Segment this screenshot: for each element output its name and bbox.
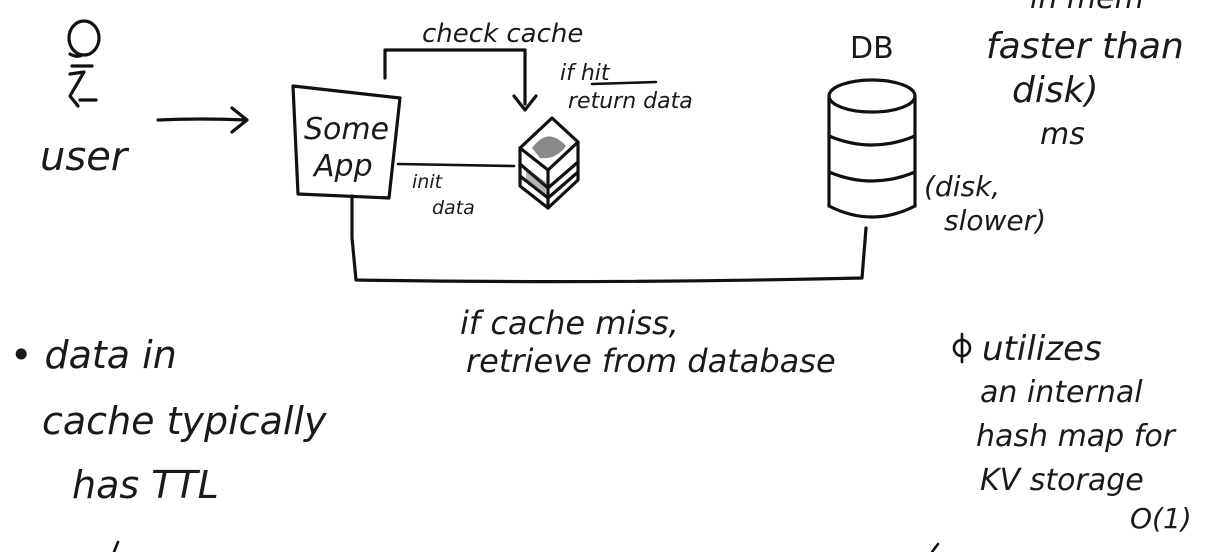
cache-miss-arrow [350, 194, 868, 284]
ttl-note-line3: has TTL [72, 463, 219, 507]
db-note-line1: (disk, [924, 170, 1000, 203]
edge-mark-left [112, 540, 120, 552]
app-label-line2: App [312, 149, 373, 184]
init-data-line1: init [412, 171, 444, 193]
hash-note-line2: an internal [980, 375, 1143, 410]
user-figure-icon [67, 19, 101, 108]
db-note-line2: slower) [944, 204, 1046, 237]
hit-label-line2: return data [568, 89, 693, 114]
cache-stack-icon [518, 116, 580, 210]
hit-label-line1: if hit [560, 61, 611, 86]
init-data-line2: data [432, 197, 475, 219]
hash-note-line5: O(1) [1130, 502, 1192, 535]
memory-note-line4: ms [1040, 117, 1085, 152]
memory-note-line3: disk) [1012, 70, 1099, 111]
app-label-line1: Some [304, 112, 389, 147]
cache-miss-line2: retrieve from database [466, 342, 836, 380]
hash-note-line3: hash map for [976, 419, 1177, 454]
memory-note-line2: faster than [986, 26, 1184, 67]
dollar-bullet-icon [952, 332, 972, 364]
init-data-arrow [396, 162, 516, 168]
memory-note-line1: in mem [1030, 0, 1144, 16]
db-label: DB [850, 31, 894, 66]
ttl-note-line2: cache typically [42, 399, 327, 443]
hash-note-line4: KV storage [980, 463, 1144, 498]
user-label: user [40, 134, 130, 180]
check-cache-arrow [383, 48, 538, 112]
check-cache-label: check cache [422, 19, 583, 49]
hit-underline [590, 80, 658, 86]
edge-mark-right [930, 542, 940, 552]
hash-note-line1: utilizes [982, 329, 1102, 369]
cache-miss-line1: if cache miss, [460, 304, 679, 342]
user-to-app-arrow [156, 106, 249, 134]
database-cylinder-icon [827, 78, 917, 219]
app-box [291, 84, 402, 200]
ttl-note-line1: • data in [10, 333, 177, 377]
